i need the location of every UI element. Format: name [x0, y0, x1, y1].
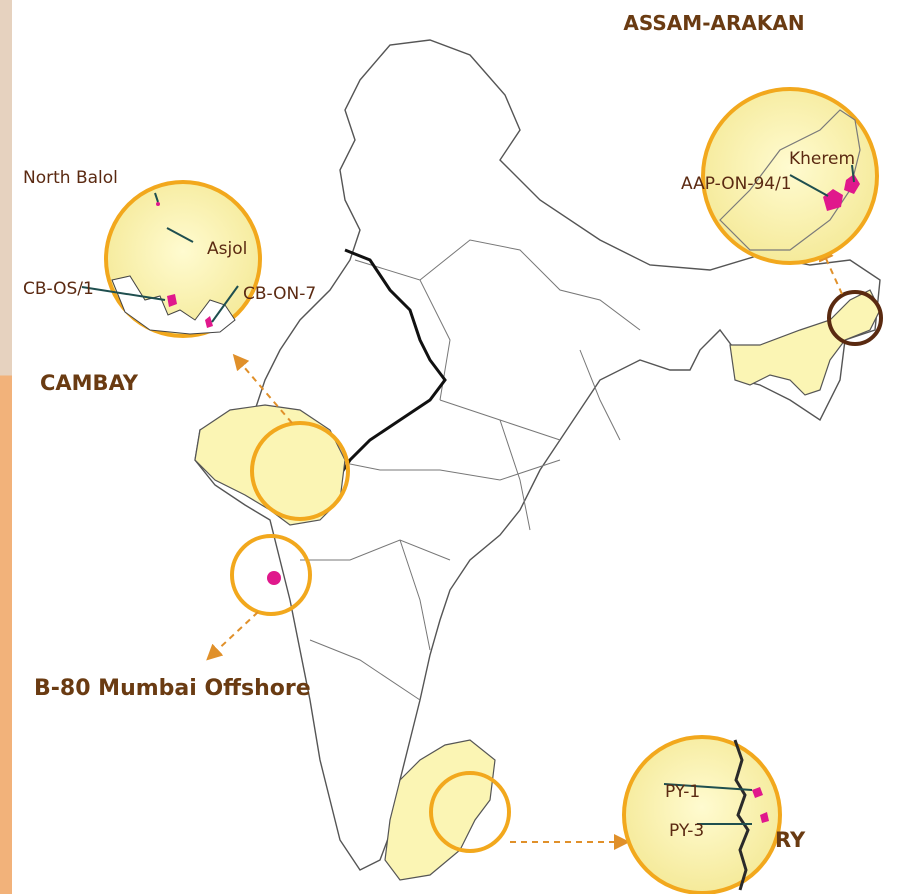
mumbai-offshore-label: B-80 Mumbai Offshore [34, 676, 311, 701]
assam-arakan-label: ASSAM-ARAKAN [623, 11, 804, 35]
asjol-label: Asjol [207, 239, 247, 259]
asjol-leader [166, 227, 194, 243]
kherem-label: Kherem [789, 149, 855, 169]
kherem-block [844, 174, 860, 194]
left-decorative-band [0, 0, 12, 894]
py-3-label: PY-3 [669, 821, 704, 841]
kherem-leader [851, 164, 855, 183]
cb-os-1-label: CB-OS/1 [23, 279, 94, 299]
cauvery-locator-circle [429, 771, 511, 853]
py-1-block [752, 787, 763, 798]
aap-on-94-1-block [823, 189, 843, 211]
cb-os-1-leader [81, 286, 166, 301]
mumbai-locator-circle [230, 534, 312, 616]
cauvery-label-suffix: RY [775, 828, 806, 852]
cambay-locator-circle [250, 421, 350, 521]
north-balol-leader [154, 192, 159, 203]
py-3-block [760, 812, 769, 823]
py-1-label: PY-1 [665, 782, 700, 802]
aap-on-94-1-label: AAP-ON-94/1 [681, 174, 792, 194]
cb-on-7-block [205, 316, 213, 328]
international-border [298, 248, 447, 522]
mumbai-block-marker [267, 571, 281, 585]
cambay-label: CAMBAY [40, 371, 139, 395]
cauvery-zoom-inset [622, 735, 782, 894]
mumbai-arrow [206, 611, 259, 661]
aap-on-94-1-leader [789, 174, 829, 197]
cambay-zoom-inset [104, 180, 262, 338]
cb-on-7-leader [211, 285, 239, 323]
assam-arrow [819, 244, 843, 295]
state-borders [300, 239, 641, 701]
cambay-arrow [232, 353, 293, 424]
py-1-leader [663, 783, 753, 791]
north-balol-label: North Balol [23, 168, 118, 188]
cb-os-1-block [167, 294, 177, 307]
cb-on-7-label: CB-ON-7 [243, 284, 316, 304]
assam-locator-ring [827, 290, 883, 346]
